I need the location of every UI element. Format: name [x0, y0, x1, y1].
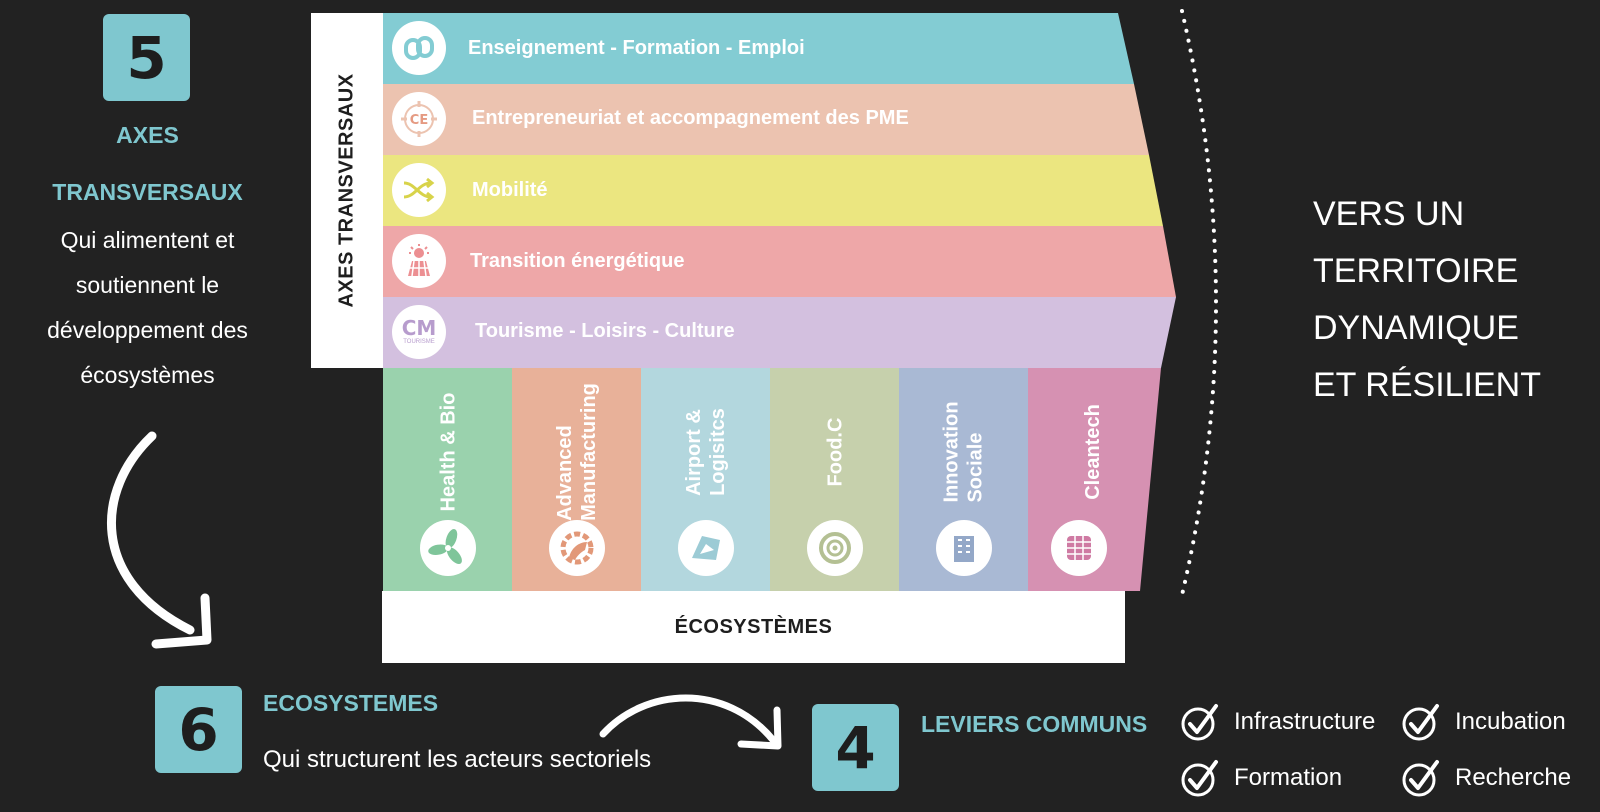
propeller-icon [420, 520, 476, 576]
check-circle-icon [1402, 704, 1439, 741]
axes-desc-line3: développement des [47, 317, 248, 343]
axes-desc-line1: Qui alimentent et [60, 227, 235, 253]
eco-label-cleantech: Cleantech [1028, 372, 1158, 532]
cm-tourisme-logo-icon: CM TOURISME [392, 305, 446, 359]
eco-label-food-c: Food.C [770, 372, 900, 532]
ecosystemes-description: Qui structurent les acteurs sectoriels [263, 746, 652, 773]
eco-shape-2 [641, 368, 770, 591]
lever-item-incubation: Incubation [1401, 702, 1566, 742]
eco-innovation-line1: Innovation [940, 401, 963, 503]
band-label-transition: Transition énergétique [470, 250, 685, 272]
lever-label-recherche: Recherche [1455, 764, 1572, 791]
eco-label-innovation-sociale: Innovation Sociale [899, 372, 1029, 532]
gear-hand-icon [549, 520, 605, 576]
dotted-curve-divider [1180, 9, 1218, 597]
eco-airport-line1: Airport & [682, 409, 705, 496]
lever-label-infrastructure: Infrastructure [1234, 708, 1376, 735]
band-label-entrepreneuriat: Entrepreneuriat et accompagnement des PM… [472, 107, 909, 129]
lever-item-recherche: Recherche [1401, 758, 1571, 798]
check-circle-icon [1402, 760, 1439, 797]
eco-advanced-line1: Advanced [554, 425, 576, 521]
curved-arrow-down-icon [107, 431, 212, 649]
axes-transversaux-side-panel: AXES TRANSVERSAUX [311, 13, 383, 368]
eco-shape-0 [383, 368, 512, 591]
band-shape-1 [383, 84, 1149, 155]
number-badge-axes-value: 5 [126, 23, 167, 92]
eco-food-line1: Food.C [824, 417, 846, 487]
leviers-title: LEVIERS COMMUNS [921, 711, 1148, 737]
building-icon [936, 520, 992, 576]
eco-shape-4 [899, 368, 1028, 591]
lever-label-formation: Formation [1234, 764, 1343, 791]
cm-logo-subtext: TOURISME [403, 339, 435, 345]
globe-plane-icon [678, 520, 734, 576]
target-eye-icon [807, 520, 863, 576]
ecosystemes-base-bar: ÉCOSYSTÈMES [382, 591, 1125, 663]
lever-item-infrastructure: Infrastructure [1180, 702, 1375, 742]
number-badge-axes: 5 [103, 14, 190, 101]
ce-logo-icon: CE [392, 92, 446, 146]
check-circle-icon [1181, 760, 1218, 797]
band-shape-0 [383, 13, 1134, 84]
eco-innovation-line2: Sociale [964, 432, 987, 503]
check-circle-icon [1181, 704, 1218, 741]
eco-cleantech-line1: Cleantech [1082, 404, 1104, 500]
solar-panel-icon [392, 234, 446, 288]
ecosystemes-title: ECOSYSTEMES [263, 690, 439, 716]
axes-title-line2: TRANSVERSAUX [52, 179, 243, 205]
band-label-mobilite: Mobilité [472, 179, 548, 201]
band-label-tourisme: Tourisme - Loisirs - Culture [475, 320, 735, 342]
eco-label-health-bio: Health & Bio [383, 372, 513, 532]
shuffle-arrows-icon [392, 163, 446, 217]
grid-panel-icon [1051, 520, 1107, 576]
chain-link-icon [392, 21, 446, 75]
ecosystemes-base-label: ÉCOSYSTÈMES [674, 615, 833, 638]
number-badge-leviers-value: 4 [835, 713, 876, 782]
number-badge-ecosystemes-value: 6 [178, 695, 219, 764]
number-badge-ecosystemes: 6 [155, 686, 242, 773]
vers-line2: TERRITOIRE [1313, 252, 1519, 290]
number-badge-leviers: 4 [812, 704, 899, 791]
eco-shape-1 [512, 368, 641, 591]
axes-desc-line4: écosystèmes [80, 362, 215, 388]
vers-line3: DYNAMIQUE [1313, 309, 1519, 347]
vers-line4: ET RÉSILIENT [1313, 366, 1541, 404]
eco-label-airport-logistics: Airport & Logisitcs [641, 372, 771, 532]
eco-health-line1: Health & Bio [437, 392, 459, 512]
eco-airport-line2: Logisitcs [706, 408, 729, 496]
curved-arrow-right-icon [599, 694, 782, 750]
svg-text:CE: CE [410, 113, 428, 128]
lever-label-incubation: Incubation [1455, 708, 1566, 735]
eco-shape-3 [770, 368, 899, 591]
band-label-enseignement: Enseignement - Formation - Emploi [468, 37, 805, 59]
band-shape-3 [383, 226, 1176, 297]
band-shape-2 [383, 155, 1163, 226]
vers-line1: VERS UN [1313, 195, 1465, 233]
band-shape-4 [383, 297, 1176, 368]
axes-desc-line2: soutiennent le [75, 272, 220, 298]
eco-label-advanced-manufacturing: Advanced Manufacturing [512, 372, 642, 532]
lever-item-formation: Formation [1180, 758, 1342, 798]
vers-territoire-statement: VERS UN TERRITOIRE DYNAMIQUE ET RÉSILIEN… [1313, 186, 1593, 414]
axes-description: Qui alimentent et soutiennent le dévelop… [30, 218, 265, 398]
cm-logo-text: CM [401, 316, 437, 340]
axes-title-line1: AXES [116, 122, 179, 148]
eco-advanced-line2: Manufacturing [578, 383, 600, 521]
